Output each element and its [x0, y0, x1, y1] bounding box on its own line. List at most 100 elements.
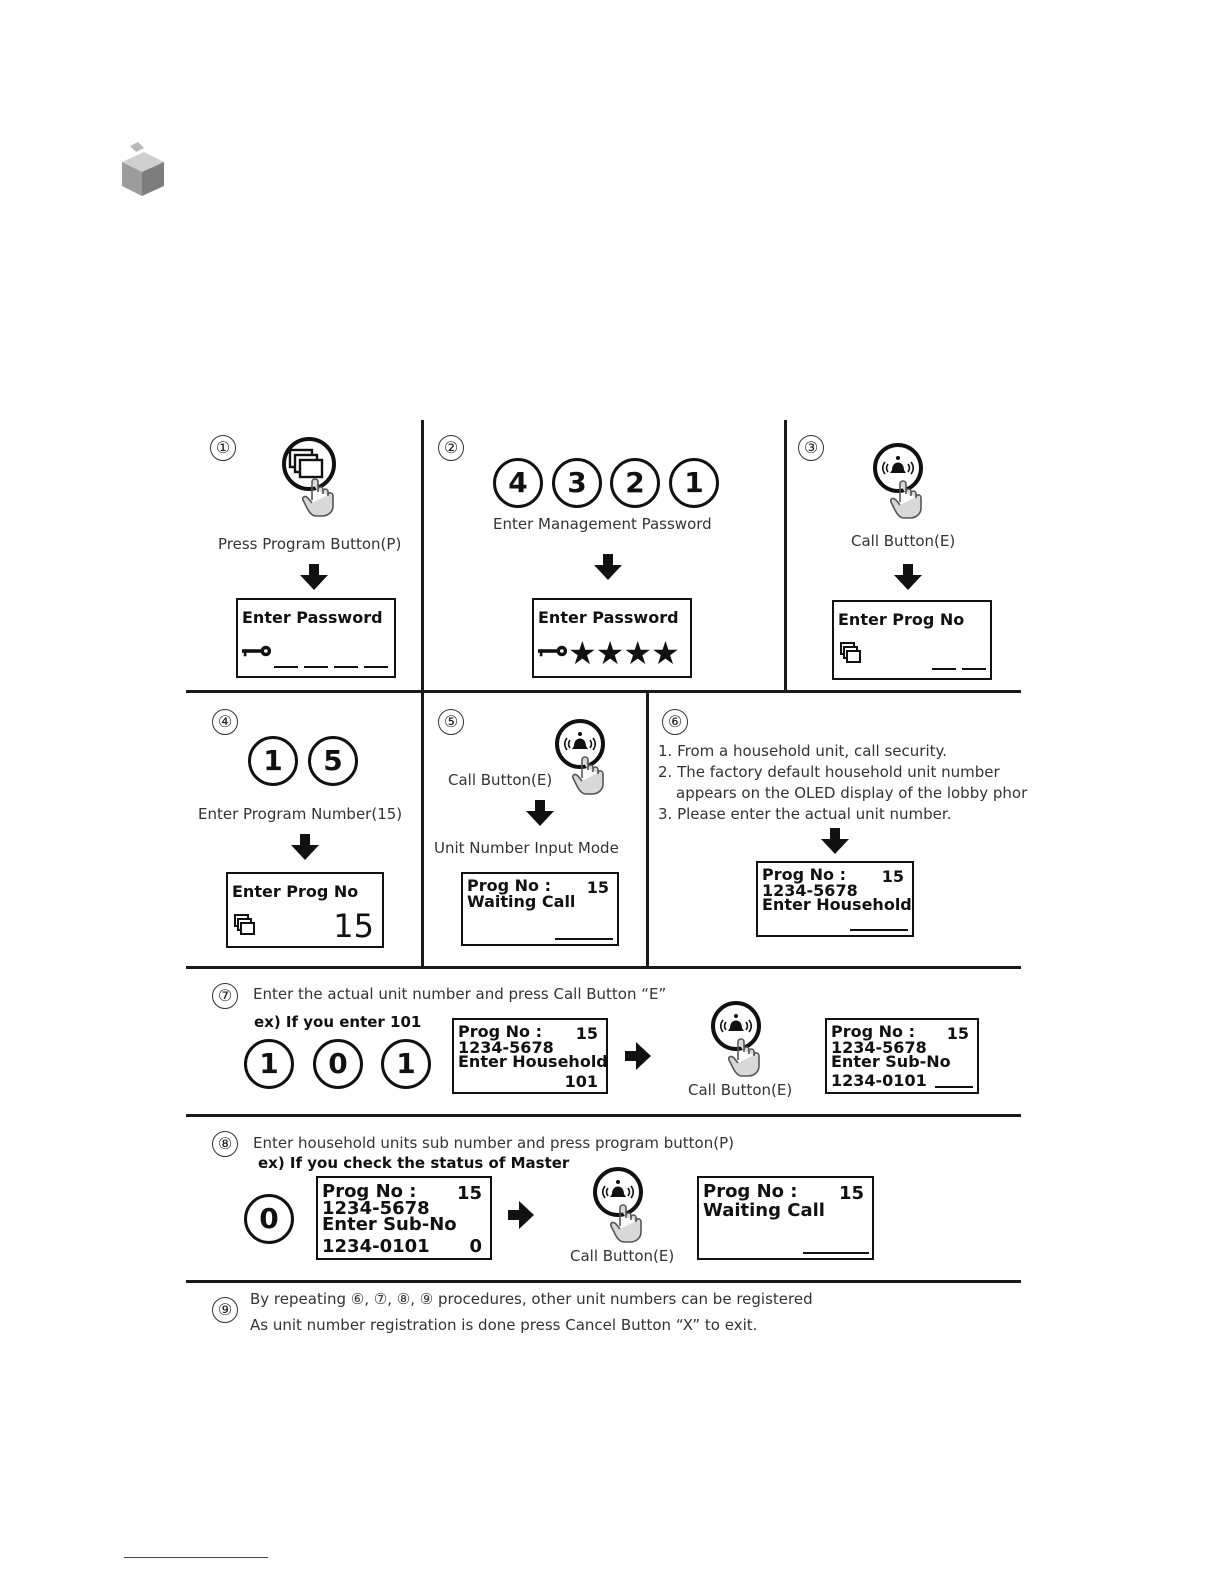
lcd-value: 15: [333, 907, 374, 945]
lcd-line: Prog No :: [458, 1022, 542, 1041]
password-digit: 3: [552, 458, 602, 508]
lcd-line-value: 15: [946, 1024, 969, 1043]
divider-v2: [784, 420, 787, 692]
call-button-icon: [550, 718, 610, 796]
lcd-display: Prog No : 15 Waiting Call: [461, 872, 619, 946]
call-button-icon: [588, 1166, 648, 1244]
step8-caption: Call Button(E): [570, 1247, 675, 1265]
arrow-icon: [820, 828, 850, 854]
step3-caption: Call Button(E): [851, 532, 956, 550]
key-icon: [242, 644, 272, 658]
lcd-line: Prog No :: [467, 876, 551, 895]
arrow-icon: [625, 1041, 651, 1071]
input-slot: [962, 668, 986, 670]
lcd-line: Waiting Call: [703, 1200, 825, 1221]
sub-digit: 0: [244, 1194, 294, 1244]
unit-digit: 0: [313, 1039, 363, 1089]
lcd-display: Prog No : 15 1234-5678 Enter Household 1…: [452, 1018, 608, 1094]
step6-note: appears on the OLED display of the lobby…: [676, 784, 1028, 802]
lcd-line: 1234-5678: [322, 1198, 430, 1219]
lcd-line-value: 15: [456, 1183, 482, 1204]
lcd-value: 101: [564, 1072, 598, 1091]
program-digit: 5: [308, 736, 358, 786]
lcd-line: Enter Household: [458, 1052, 608, 1071]
step-number: ⑤: [438, 709, 464, 735]
lcd-display: Prog No : 15 1234-5678 Enter Sub-No 1234…: [825, 1018, 979, 1094]
lcd-line-value: 15: [838, 1183, 864, 1204]
lcd-line: Enter Household: [762, 895, 912, 914]
step-number: ⑦: [212, 983, 238, 1009]
input-slot: [304, 666, 328, 668]
step1-caption: Press Program Button(P): [218, 535, 402, 553]
lcd-line: 1234-0101: [831, 1071, 927, 1090]
password-digit: 4: [493, 458, 543, 508]
divider-h3: [186, 1114, 1021, 1117]
lcd-line: 1234-5678: [458, 1038, 554, 1057]
lcd-display: Enter Prog No 15: [226, 872, 384, 948]
step-number: ⑨: [212, 1297, 238, 1323]
step-number: ③: [798, 435, 824, 461]
step6-note-clip: appears on the OLED display of the lobby…: [676, 782, 1048, 804]
step6-note: 3. Please enter the actual unit number.: [658, 805, 952, 823]
program-button-icon: [280, 436, 340, 518]
lcd-line: Enter Prog No: [838, 610, 965, 629]
lcd-line: Enter Password: [242, 608, 383, 627]
arrow-icon: [593, 554, 623, 580]
lcd-display: Enter Prog No: [832, 600, 992, 680]
lcd-display: Prog No : 15 1234-5678 Enter Household: [756, 861, 914, 937]
step-number: ⑥: [662, 709, 688, 735]
step6-note: 2. The factory default household unit nu…: [658, 763, 1000, 781]
input-slot: [850, 929, 908, 931]
lcd-line: 1234-5678: [762, 881, 858, 900]
divider-v1: [421, 420, 424, 968]
step5-mode: Unit Number Input Mode: [434, 839, 619, 857]
lcd-line-value: 15: [586, 878, 609, 897]
lcd-line: Enter Sub-No: [322, 1214, 457, 1235]
lcd-line: Enter Sub-No: [831, 1052, 951, 1071]
password-digit: 1: [669, 458, 719, 508]
step8-instruction: Enter household units sub number and pre…: [253, 1134, 734, 1152]
lcd-line: Prog No :: [703, 1181, 798, 1202]
step9-line: By repeating ⑥, ⑦, ⑧, ⑨ procedures, othe…: [250, 1290, 813, 1308]
step7-instruction: Enter the actual unit number and press C…: [253, 985, 667, 1003]
program-digit: 1: [248, 736, 298, 786]
input-slot: [274, 666, 298, 668]
arrow-icon: [508, 1200, 534, 1230]
lcd-line: Prog No :: [322, 1181, 417, 1202]
lcd-line: 1234-5678: [831, 1038, 927, 1057]
step-number: ②: [438, 435, 464, 461]
step-number: ⑧: [212, 1131, 238, 1157]
unit-digit: 1: [244, 1039, 294, 1089]
lcd-line: Prog No :: [762, 865, 846, 884]
lcd-line-value: 15: [575, 1024, 598, 1043]
step7-example: ex) If you enter 101: [254, 1013, 422, 1031]
unit-digit: 1: [381, 1039, 431, 1089]
step9-line: As unit number registration is done pres…: [250, 1316, 758, 1334]
input-slot: [803, 1252, 869, 1254]
cube-icon: [120, 140, 166, 198]
lcd-line: Enter Prog No: [232, 882, 359, 901]
lcd-display: Enter Password: [236, 598, 396, 678]
arrow-icon: [525, 800, 555, 826]
footnote-rule: [124, 1557, 268, 1558]
lcd-value: 0: [469, 1236, 482, 1257]
call-button-icon: [868, 442, 928, 520]
step6-note: 1. From a household unit, call security.: [658, 742, 948, 760]
step-number: ①: [210, 435, 236, 461]
lcd-display: Prog No : 15 1234-5678 Enter Sub-No 1234…: [316, 1176, 492, 1260]
program-icon: [234, 914, 256, 936]
step5-caption: Call Button(E): [448, 771, 553, 789]
step8-example: ex) If you check the status of Master: [258, 1154, 570, 1172]
lcd-line: Enter Password: [538, 608, 679, 627]
divider-h2: [186, 966, 1021, 969]
divider-h1: [186, 690, 1021, 693]
step7-caption: Call Button(E): [688, 1081, 793, 1099]
arrow-icon: [299, 564, 329, 590]
input-slot: [935, 1086, 973, 1088]
input-slot: [364, 666, 388, 668]
input-slot: [555, 938, 613, 940]
program-icon: [840, 642, 862, 664]
lcd-display: Enter Password ★★★★: [532, 598, 692, 678]
input-slot: [334, 666, 358, 668]
lcd-line: Prog No :: [831, 1022, 915, 1041]
